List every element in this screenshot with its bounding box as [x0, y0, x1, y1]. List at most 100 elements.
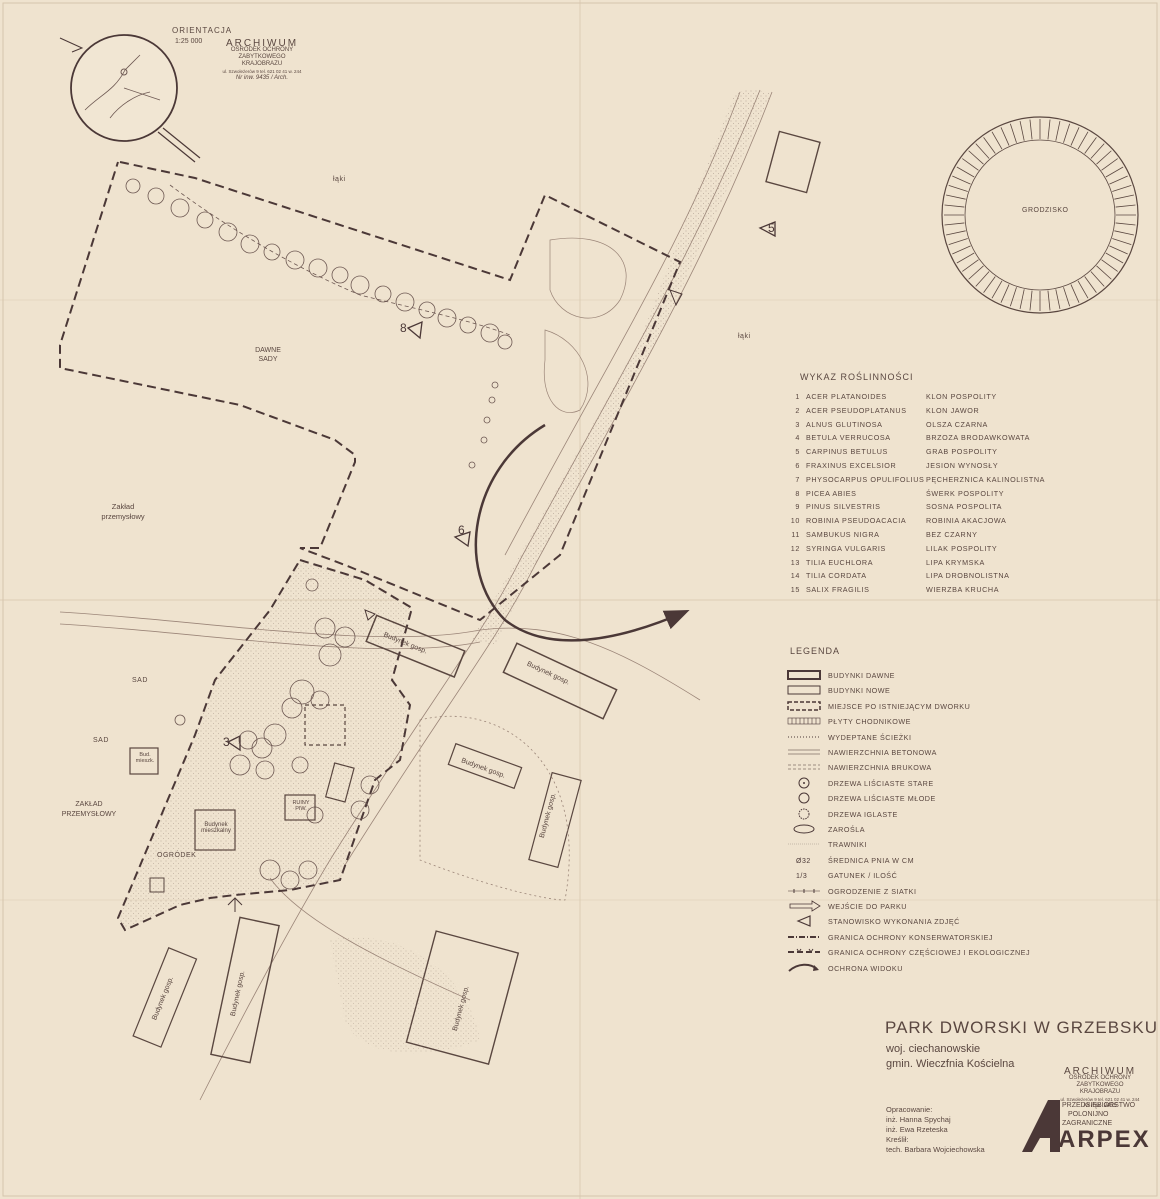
grodzisko-hachure: [1077, 131, 1089, 150]
legend-label: MIEJSCE PO ISTNIEJĄCYM DWORKU: [828, 701, 971, 711]
grodzisko-hachure: [975, 271, 990, 287]
label-ogrodek: OGRÓDEK: [157, 852, 197, 859]
label-building-short: Bud. mieszk.: [135, 752, 155, 764]
legend-symbol-border-conservation: [788, 935, 820, 938]
viewpoint-8: 5: [768, 221, 775, 235]
grodzisko-hachure: [1047, 119, 1051, 140]
grodzisko-hachure: [1112, 184, 1132, 192]
plant-polish-name: BEZ CZARNY: [926, 530, 978, 539]
legend-symbol-view-arrow: [788, 963, 819, 972]
legend-symbol-fence: [788, 888, 820, 893]
plant-latin-name: PINUS SILVESTRIS: [806, 502, 881, 512]
map-title: PARK DWORSKI W GRZEBSKU: [885, 1018, 1158, 1037]
plant-polish-name: PĘCHERZNICA KALINOLISTNA: [926, 474, 1046, 484]
legend-label: BUDYNKI DAWNE: [828, 671, 895, 680]
plant-latin-name: SYRINGA VULGARIS: [806, 543, 886, 553]
orientation-inset: [59, 34, 201, 163]
legend-label: BUDYNKI NOWE: [828, 686, 891, 696]
archive-stamp-top-title: ARCHIWUM: [225, 38, 299, 49]
grodzisko-hachure: [952, 175, 971, 185]
plant-latin-name: ACER PLATANOIDES: [806, 392, 887, 401]
label-dawne-sady: DAWNE SADY: [255, 347, 281, 363]
legend-symbol-dashed-rect: [787, 701, 821, 711]
grodzisko-hachure: [944, 204, 965, 208]
legend-symbol-shrub: [793, 824, 815, 834]
grodzisko-hachure: [1114, 194, 1134, 200]
label-sad-1: SAD: [132, 677, 148, 684]
grodzisko-hachure: [1070, 284, 1080, 303]
grodzisko-hachure: [1096, 150, 1112, 165]
arpex-text-2: POLONIJNO: [1068, 1111, 1109, 1118]
archive-stamp-top: ARCHIWUM OŚRODEK OCHRONY ZABYTKOWEGO KRA…: [222, 38, 302, 82]
legend-symbol-thin-rect: [787, 685, 821, 695]
grodzisko-hachure: [1029, 119, 1033, 140]
grodzisko-hachure: [975, 143, 990, 159]
viewpoint-6: 6: [458, 523, 465, 537]
legend-label: WYDEPTANE ŚCIEŻKI: [828, 732, 912, 742]
buildings: [129, 130, 821, 1066]
plant-no: 1: [795, 392, 800, 401]
grodzisko-hachure: [1101, 259, 1118, 272]
plant-latin-name: FRAXINUS EXCELSIOR: [806, 461, 897, 470]
label-grodzisko: GRODZISKO: [1022, 207, 1069, 214]
plant-latin-name: BETULA VERRUCOSA: [806, 433, 891, 443]
viewpoint-5: 8: [400, 321, 407, 335]
plant-no: 5: [795, 447, 800, 457]
archive-stamp-top-line4: ul. Szwoleżerów 9 tel. 621 02 41 w. 244: [222, 69, 302, 74]
legend-label: OCHRONA WIDOKU: [828, 963, 903, 973]
border-conservation: [116, 558, 414, 932]
grodzisko-hachure: [1000, 284, 1010, 303]
archive-stamp-bottom-title: ARCHIWUM: [1063, 1066, 1137, 1077]
plant-polish-name: LIPA KRYMSKA: [926, 557, 985, 567]
legend-symbol-entry-arrow: [789, 900, 821, 912]
credits-line: Kreślił:: [886, 1135, 909, 1144]
plant-latin-name: ALNUS GLUTINOSA: [806, 419, 883, 429]
plant-no: 6: [795, 461, 800, 470]
plant-polish-name: SOSNA POSPOLITA: [926, 502, 1002, 512]
legend-label: NAWIERZCHNIA BRUKOWA: [828, 763, 932, 773]
legend-label: GRANICA OCHRONY CZĘŚCIOWEJ I EKOLOGICZNE…: [828, 948, 1031, 958]
legend-label: OGRODZENIE Z SIATKI: [828, 886, 917, 896]
credits-line: inż. Ewa Rzeteska: [886, 1125, 948, 1134]
plant-no: 11: [791, 530, 800, 539]
archive-stamp-top-line2: OŚRODEK OCHRONY: [230, 47, 294, 53]
plant-polish-name: KLON POSPOLITY: [926, 392, 997, 401]
plant-polish-name: LIPA DROBNOLISTNA: [926, 571, 1010, 581]
legend-symbol-lawn: [788, 844, 820, 845]
legend-label: PŁYTY CHODNIKOWE: [828, 717, 911, 727]
grodzisko-hachure: [1019, 289, 1025, 309]
border-partial-protection: [59, 161, 682, 622]
plant-latin-name: ROBINIA PSEUDOACACIA: [806, 516, 907, 526]
grodzisko-hachure: [1096, 265, 1112, 280]
grodzisko-hachure: [983, 276, 996, 293]
legend-symbol-double-line: [788, 749, 820, 755]
plant-list-item: 6 FRAXINUS EXCELSIOR JESION WYNOSŁY: [786, 461, 998, 470]
road-stipple: [470, 90, 772, 645]
grodzisko-hachure: [948, 184, 968, 192]
legend-heading: LEGENDA: [790, 646, 841, 656]
grodzisko-hachure: [1000, 127, 1010, 146]
plant-no: 9: [795, 502, 800, 512]
grodzisko-hachure: [1109, 245, 1128, 255]
plant-no: 15: [790, 585, 800, 595]
plant-polish-name: JESION WYNOSŁY: [926, 461, 999, 470]
legend-label: DRZEWA IGLASTE: [828, 809, 898, 819]
plant-no: 12: [790, 543, 800, 553]
plant-latin-name: TILIA CORDATA: [806, 571, 867, 581]
grodzisko-hachure: [962, 259, 979, 272]
archive-stamp-bottom-line3: ZABYTKOWEGO KRAJOBRAZU: [1076, 1082, 1124, 1095]
plant-polish-name: WIERZBA KRUCHA: [926, 585, 1000, 595]
arpex-text-1: PRZEDSIĘBIORSTWO: [1062, 1102, 1136, 1109]
